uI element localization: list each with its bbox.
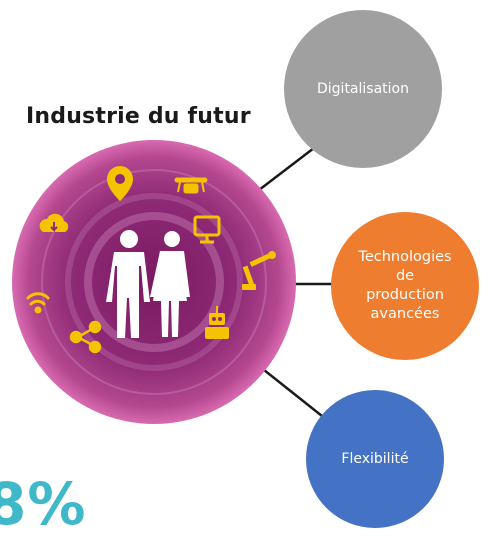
node-technologies-line-2: de — [395, 268, 415, 285]
cloud-download-icon — [39, 213, 69, 233]
node-digitalisation-label: Digitalisation — [317, 80, 409, 97]
node-technologies-line-4: avancées — [370, 305, 440, 322]
inner-ring-2 — [65, 193, 243, 371]
wifi-icon — [26, 292, 50, 314]
node-technologies: Technologies de production avancées — [331, 212, 479, 360]
human-figures-icon — [106, 230, 190, 338]
node-technologies-line-3: production — [366, 287, 444, 303]
monitor-icon — [193, 215, 221, 244]
node-flexibilite: Flexibilité — [306, 390, 444, 528]
drone-icon — [174, 177, 208, 194]
node-technologies-line-1: Technologies — [358, 249, 452, 266]
connector-flexibilite — [258, 365, 323, 417]
robot-arm-icon — [242, 251, 276, 290]
share-icon — [69, 320, 102, 354]
location-pin-icon — [107, 166, 133, 201]
inner-ring — [41, 169, 267, 395]
diagram-title: Industrie du futur — [26, 104, 251, 129]
inner-ring-3 — [84, 212, 224, 352]
partial-percentage-text: 8% — [0, 470, 87, 538]
node-flexibilite-label: Flexibilité — [341, 450, 409, 467]
robot-icon — [205, 306, 229, 339]
connector-digitalisation — [258, 147, 315, 191]
node-digitalisation: Digitalisation — [284, 10, 442, 168]
